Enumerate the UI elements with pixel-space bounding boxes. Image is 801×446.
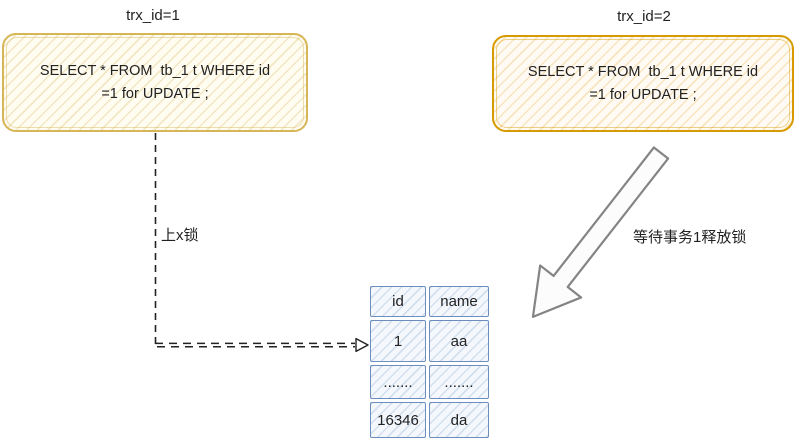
table-cell: 1 [370, 320, 426, 362]
dashed-arrow-right-icon [355, 337, 369, 353]
table-row: ....... ....... [370, 365, 489, 399]
table-row: 1 aa [370, 320, 489, 362]
trx2-sql-text: SELECT * FROM tb_1 t WHERE id =1 for UPD… [527, 64, 759, 103]
table-cell: ....... [370, 365, 426, 399]
table-header-row: id name [370, 286, 489, 317]
table-header-cell-name: name [429, 286, 489, 317]
trx1-title: trx_id=1 [126, 7, 180, 24]
table-cell: ....... [429, 365, 489, 399]
table-header-cell-id: id [370, 286, 426, 317]
trx2-title: trx_id=2 [617, 8, 671, 25]
table-cell: 16346 [370, 402, 426, 438]
trx2-box: SELECT * FROM tb_1 t WHERE id =1 for UPD… [492, 35, 794, 132]
tb1-table: id name 1 aa ....... ....... 16346 da [367, 283, 492, 441]
block-arrow-down-left-icon [531, 146, 670, 319]
lock-annotation-label: 上x锁 [161, 227, 199, 244]
trx1-box: SELECT * FROM tb_1 t WHERE id =1 for UPD… [2, 33, 308, 132]
table-cell: aa [429, 320, 489, 362]
wait-annotation-label: 等待事务1释放锁 [633, 229, 747, 246]
table-row: 16346 da [370, 402, 489, 438]
trx1-sql-text: SELECT * FROM tb_1 t WHERE id =1 for UPD… [39, 63, 271, 102]
table-cell: da [429, 402, 489, 438]
